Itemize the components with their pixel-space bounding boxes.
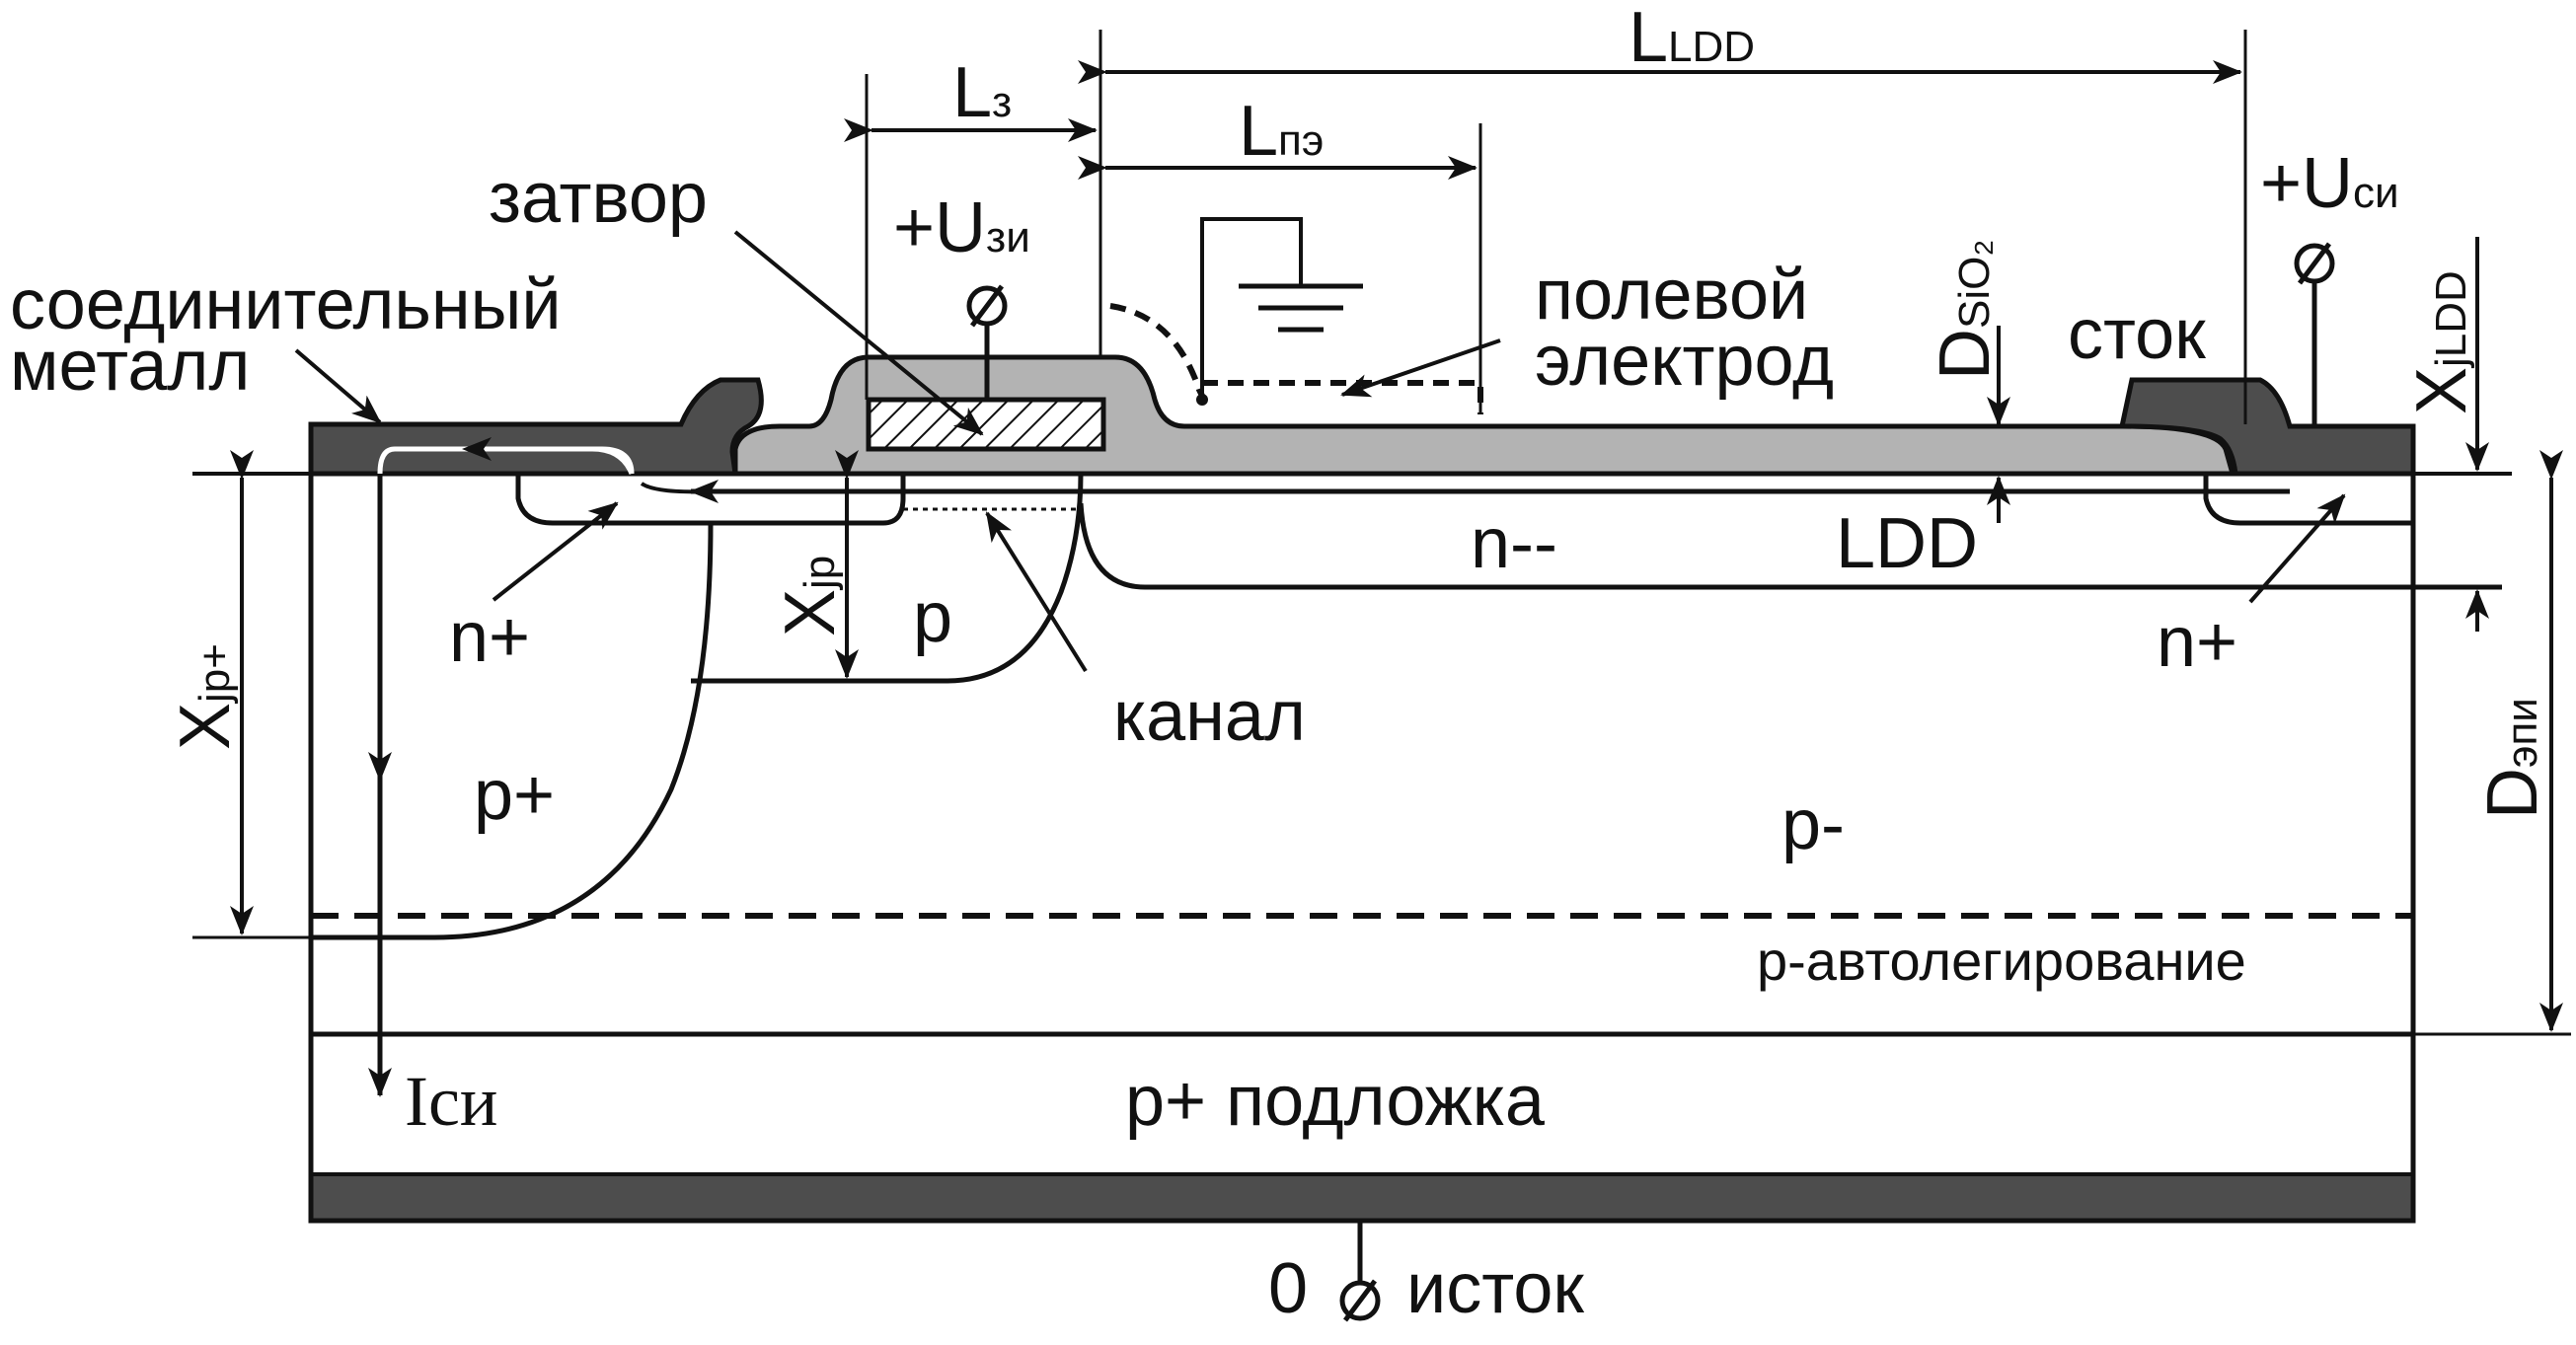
epi-thickness-label: Dэпи xyxy=(2473,698,2552,819)
gate-leader xyxy=(733,230,984,436)
drain-label: сток xyxy=(2068,295,2206,374)
channel-leader xyxy=(985,511,1088,673)
n-plus-left-leader xyxy=(492,501,619,602)
gate-voltage-label: +Uзи xyxy=(893,188,1030,267)
n-plus-source-region xyxy=(515,474,906,526)
connecting-metal xyxy=(308,377,764,477)
field-electrode-label-2: электрод xyxy=(1535,322,1834,401)
ground-icon xyxy=(1200,217,1363,400)
p-plus-depth-label: Xjp+ xyxy=(166,643,245,750)
n-minus-minus-label: n-- xyxy=(1471,504,1557,583)
field-electrode-dashed xyxy=(1109,303,1483,414)
terminal-circle-icon xyxy=(2294,242,2335,285)
autodoping-label: p-автолегирование xyxy=(1757,930,2246,992)
drain-current-label: Iси xyxy=(405,1062,497,1141)
connecting-metal-leader xyxy=(294,348,382,424)
gate-label: затвор xyxy=(489,159,708,238)
current-path-white xyxy=(377,446,635,1095)
substrate-label: p+ подложка xyxy=(1125,1062,1546,1141)
source-current-arrow xyxy=(640,482,712,494)
p-depth-label: Xjp xyxy=(771,556,850,636)
terminal-circle-icon xyxy=(1339,1279,1381,1322)
p-body-region xyxy=(691,473,1084,684)
gate-length-label: Lз xyxy=(952,53,1012,132)
n-plus-right-label: n+ xyxy=(2157,603,2237,682)
field-electrode-leader xyxy=(1340,338,1501,398)
connecting-metal-label-2: металл xyxy=(10,327,250,406)
field-plate-length-label: Lпэ xyxy=(1239,92,1324,171)
drain-voltage-label: +Uси xyxy=(2260,144,2399,223)
n-plus-left-label: n+ xyxy=(449,598,530,677)
oxide-thickness-label: DSiO₂ xyxy=(1926,240,2005,380)
ldd-label: LDD xyxy=(1836,504,1978,583)
white-current-arrow xyxy=(462,437,635,476)
ldd-length-label: LLDD xyxy=(1629,0,1755,77)
p-region-label: p xyxy=(913,578,952,657)
channel-label: канал xyxy=(1113,677,1306,756)
p-plus-region xyxy=(311,522,714,940)
source-zero-label: 0 xyxy=(1268,1249,1308,1328)
ldd-region xyxy=(1078,502,2502,590)
gate-electrode xyxy=(866,397,1106,452)
bottom-metal-contact xyxy=(309,1172,2415,1223)
field-electrode-label-1: полевой xyxy=(1535,256,1808,335)
ldd-depth-label: XjLDD xyxy=(2402,270,2481,414)
p-plus-label: p+ xyxy=(474,756,555,835)
terminal-circle-icon xyxy=(966,284,1008,328)
connecting-metal-label-1: соединительный xyxy=(10,265,562,344)
source-label: исток xyxy=(1406,1249,1584,1328)
drain-metal xyxy=(2118,377,2416,477)
n-plus-right-leader xyxy=(2248,493,2346,604)
n-plus-drain-region xyxy=(2203,474,2413,526)
p-minus-label: p- xyxy=(1781,785,1845,864)
